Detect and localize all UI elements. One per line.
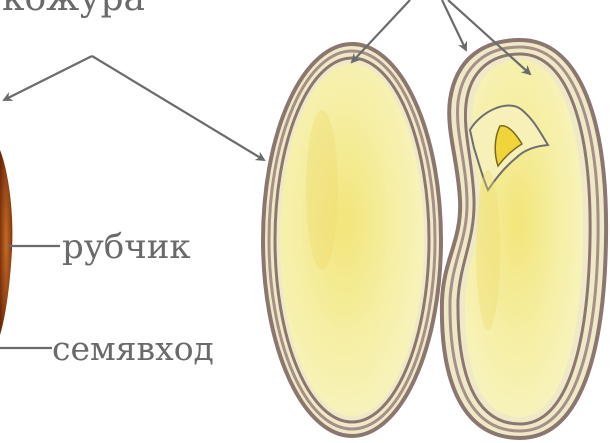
right-cotyledon-shading <box>476 170 500 330</box>
arrow-to-whole-seed <box>4 56 92 100</box>
arrow-to-left-half <box>92 56 264 160</box>
left-cotyledon-shading <box>306 110 338 270</box>
top-label: кожура <box>2 0 145 19</box>
right-seed-half <box>442 40 606 438</box>
left-seed-half <box>263 44 441 436</box>
micropyle-label: семявход <box>52 329 214 368</box>
whole-seed-edge <box>0 150 12 335</box>
hilum-label: рубчик <box>62 227 191 267</box>
left-cotyledon <box>280 64 424 416</box>
arrow-top-to-right-coat <box>442 0 466 50</box>
